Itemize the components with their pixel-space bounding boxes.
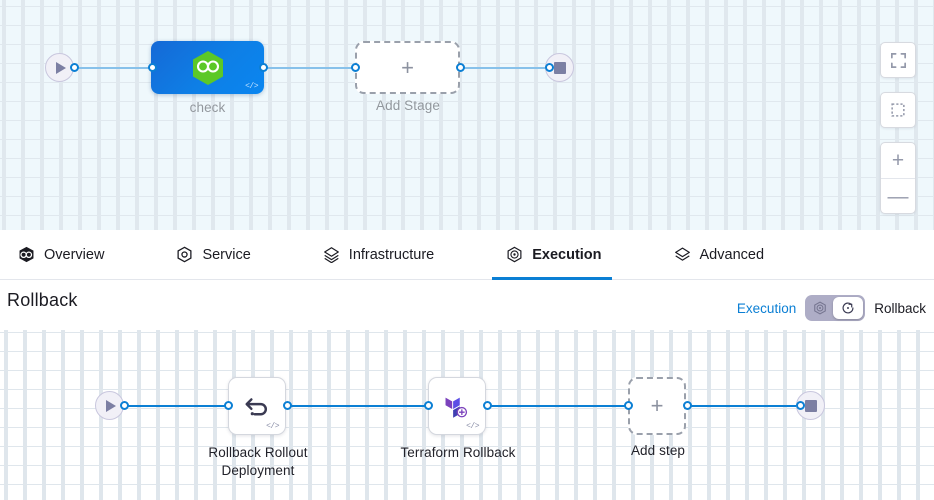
add-stage-node[interactable]: + [355,41,460,94]
stage-code-badge: </> [245,82,258,91]
edge-stage-to-add [263,67,355,69]
stage-input-port[interactable] [70,63,79,72]
zoom-controls-group: + — [880,142,916,214]
tab-service[interactable]: Service [172,230,272,279]
terraform-icon [445,397,468,418]
toggle-rollback-label[interactable]: Rollback [874,300,926,316]
step-label-rollback-rollout-deployment: Rollback Rollout Deployment [208,445,308,478]
rollback-title: Rollback [7,290,78,310]
rb-start-port[interactable] [120,401,129,410]
end-node-port[interactable] [545,63,554,72]
add-stage-label: Add Stage [376,98,440,113]
edge-rb-step2-to-add [487,405,631,407]
zoom-out-button[interactable]: — [881,178,915,213]
toggle-execution-label[interactable]: Execution [736,300,797,316]
stage-graph-canvas[interactable]: </> check + Add Stage [0,0,934,230]
edge-start-to-stage [74,67,154,69]
zoom-in-button[interactable]: + [881,143,915,178]
plus-icon: + [650,393,664,418]
tab-advanced[interactable]: Advanced [670,230,787,279]
toggle-thumb [833,297,864,319]
execution-icon [814,301,827,315]
stage-node-label: check [189,100,226,115]
harness-hexagon-icon [191,49,225,87]
advanced-layers-icon [674,247,690,261]
step-code-badge: </> [466,422,479,431]
step-label-terraform-rollback: Terraform Rollback [400,445,516,460]
zoom-out-icon: — [887,184,909,208]
rollback-arrow-icon [842,302,854,314]
rb-step1-right-port[interactable] [283,401,292,410]
infrastructure-layers-icon [323,247,339,263]
harness-hexagon-icon [19,246,34,263]
service-hexagon-icon [177,246,192,263]
execution-rollback-toggle-wrap: Execution Rollback [737,295,934,321]
add-step-label: Add step [630,443,686,458]
pipeline-start-node[interactable] [45,53,74,82]
stage-config-tabs: Overview Service Infrastructure [0,230,934,280]
fullscreen-icon [890,52,906,68]
step-node-terraform-rollback[interactable]: </> [428,377,486,435]
step-node-rollback-rollout-deployment[interactable]: </> [228,377,286,435]
step-code-badge: </> [266,422,279,431]
marquee-select-icon [891,103,905,117]
marquee-select-button[interactable] [880,92,916,128]
edge-rb-step1-to-step2 [287,405,430,407]
tab-label: Overview [44,246,105,263]
add-stage-left-port[interactable] [351,63,360,72]
stage-left-port[interactable] [148,63,157,72]
tab-label: Advanced [699,246,765,263]
add-step-node[interactable]: + [628,377,686,435]
execution-icon [507,246,522,263]
rb-end-port[interactable] [796,401,805,410]
plus-icon: + [401,54,414,80]
rb-add-step-left-port[interactable] [624,401,633,410]
edge-rb-start-to-step1 [124,405,229,407]
tab-execution[interactable]: Execution [492,230,623,280]
rb-step2-right-port[interactable] [483,401,492,410]
stop-icon [553,61,566,74]
play-icon [106,399,116,412]
rb-step1-left-port[interactable] [224,401,233,410]
rb-add-step-right-port[interactable] [683,401,692,410]
add-stage-right-port[interactable] [456,63,465,72]
rollback-start-node[interactable] [95,391,124,420]
edge-add-to-end [460,67,561,69]
edge-rb-add-to-end [687,405,805,407]
rollback-graph-canvas[interactable]: </> Rollback Rollout Deployment </> Terr… [0,330,934,500]
tab-overview[interactable]: Overview [14,230,126,279]
tab-label: Infrastructure [348,246,435,263]
play-icon [56,61,66,74]
tab-label: Execution [532,246,602,263]
execution-rollback-toggle[interactable] [805,295,866,321]
stop-icon [804,399,817,412]
fullscreen-button[interactable] [880,42,916,78]
tab-label: Service [202,246,251,263]
pipeline-end-node[interactable] [545,53,574,82]
rollback-header: Rollback Execution Rollback [0,280,934,330]
rb-step2-left-port[interactable] [424,401,433,410]
zoom-in-icon: + [891,149,905,172]
rollback-curved-arrow-icon [245,398,267,416]
stage-right-port[interactable] [259,63,268,72]
stage-node-check[interactable]: </> [151,41,264,94]
tab-infrastructure[interactable]: Infrastructure [319,230,456,279]
